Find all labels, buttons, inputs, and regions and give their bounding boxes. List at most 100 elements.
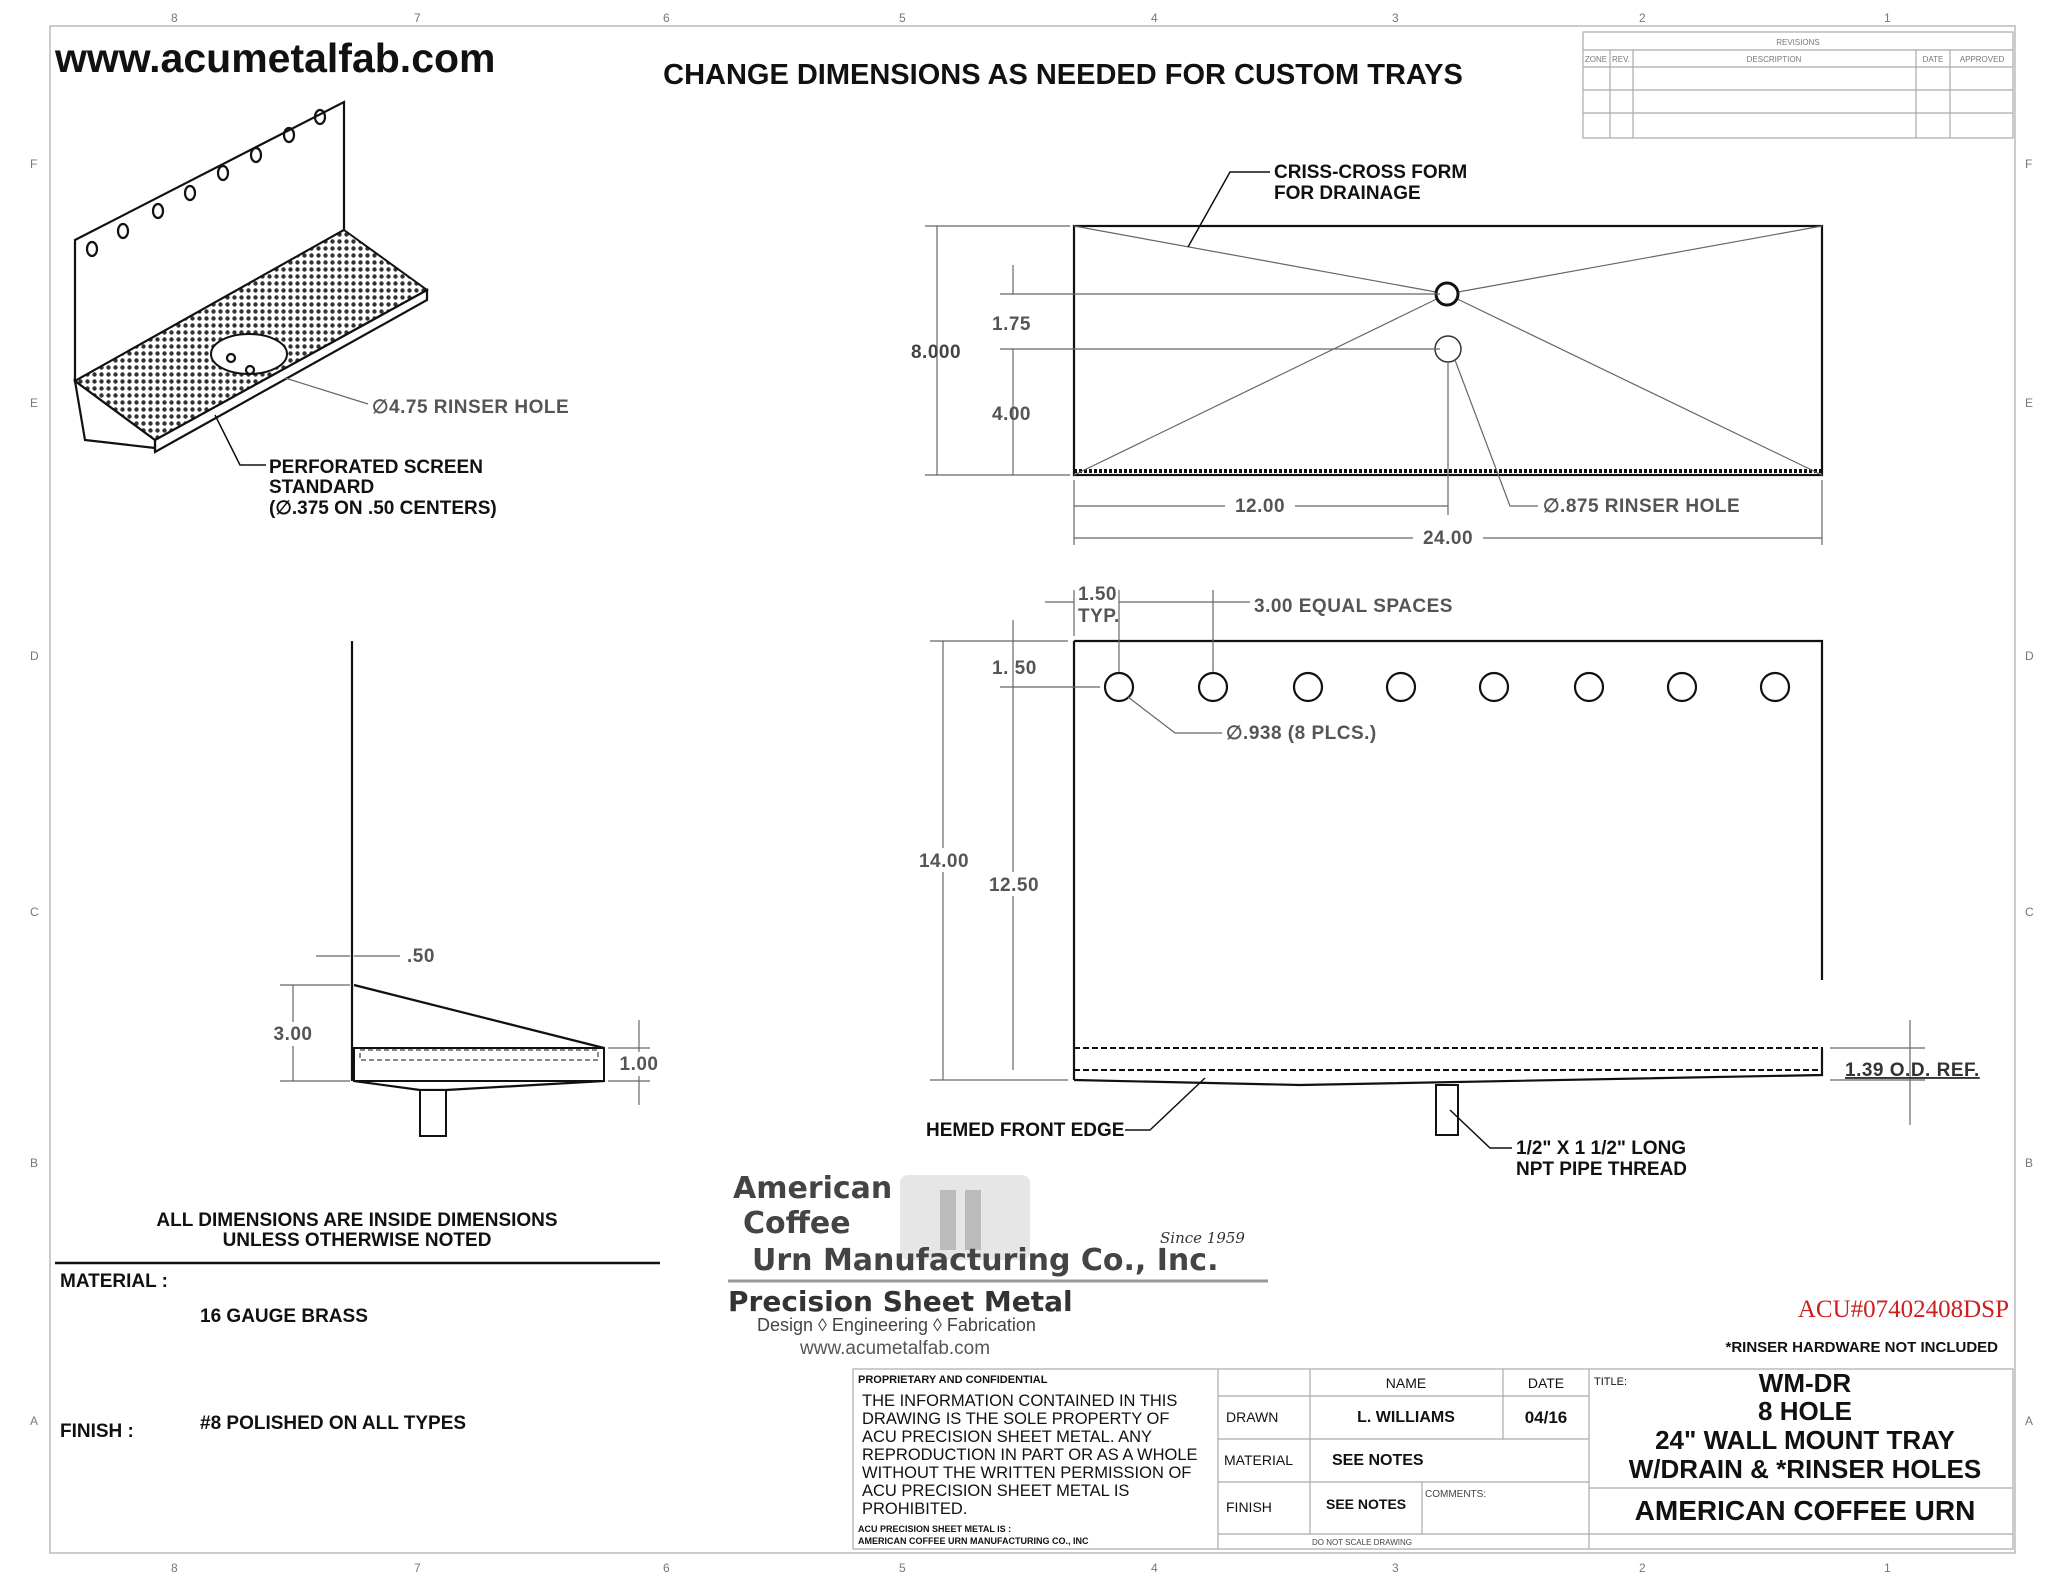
crisscross-label: CRISS-CROSS FORM <box>1274 162 1467 183</box>
proprietary-line: ACU PRECISION SHEET METAL. ANY <box>862 1428 1152 1446</box>
material-value: 16 GAUGE BRASS <box>200 1306 368 1327</box>
front-view: 1.50 TYP. 3.00 EQUAL SPACES 1. 50 ∅.938 … <box>915 584 1980 1180</box>
revisions-title: REVISIONS <box>1776 38 1820 47</box>
logo-services: Design ◊ Engineering ◊ Fabrication <box>757 1315 1036 1335</box>
dimension-0-50: .50 <box>407 946 435 967</box>
proprietary-text: THE INFORMATION CONTAINED IN THIS DRAWIN… <box>862 1392 1198 1518</box>
drawn-name: L. WILLIAMS <box>1357 1409 1455 1426</box>
screen-label: (∅.375 ON .50 CENTERS) <box>269 498 497 519</box>
od-ref-label: 1.39 O.D. REF. <box>1845 1060 1980 1081</box>
drawn-date: 04/16 <box>1525 1408 1568 1427</box>
dimension-1-00: 1.00 <box>620 1054 659 1075</box>
side-view: .50 3.00 1.00 <box>268 641 666 1137</box>
faucet-holes <box>1103 671 1791 703</box>
height-dimension: 14.00 <box>919 851 969 872</box>
zone-col: 2 <box>1639 1561 1646 1575</box>
zone-col: 4 <box>1151 1561 1158 1575</box>
dimension-4-00: 4.00 <box>992 404 1031 425</box>
finish-label: FINISH <box>1226 1499 1272 1515</box>
equal-spaces-label: 3.00 EQUAL SPACES <box>1254 596 1453 617</box>
zone-col: 8 <box>171 1561 178 1575</box>
company-name: AMERICAN COFFEE URN <box>1635 1495 1976 1526</box>
title-label: TITLE: <box>1594 1376 1627 1388</box>
drawing-title: 24" WALL MOUNT TRAY <box>1655 1425 1955 1455</box>
column-header: DATE <box>1923 55 1944 64</box>
zone-row: C <box>30 905 39 919</box>
finish-label: FINISH : <box>60 1421 134 1442</box>
zone-col: 1 <box>1884 1561 1891 1575</box>
drain-pipe <box>1435 1084 1459 1136</box>
zone-col: 2 <box>1639 11 1646 25</box>
owner-line: AMERICAN COFFEE URN MANUFACTURING CO., I… <box>858 1536 1089 1546</box>
inside-dims-note: UNLESS OTHERWISE NOTED <box>223 1230 492 1251</box>
zone-row: E <box>30 396 38 410</box>
dimension-1-75: 1.75 <box>992 314 1031 335</box>
website-title: www.acumetalfab.com <box>54 35 496 81</box>
drawing-title: 8 HOLE <box>1758 1396 1852 1426</box>
material-label: MATERIAL : <box>60 1271 168 1292</box>
width-dimension: 24.00 <box>1423 528 1473 549</box>
part-number: ACU#07402408DSP <box>1798 1296 2009 1323</box>
zone-col: 1 <box>1884 11 1891 25</box>
drawing-border <box>49 25 2016 1554</box>
column-header: DESCRIPTION <box>1747 55 1802 64</box>
zone-markers: 8 7 6 5 4 3 2 1 8 7 6 5 4 3 2 1 F E D C … <box>30 11 2034 1575</box>
screen-label: PERFORATED SCREEN <box>269 457 483 478</box>
zone-row: D <box>30 649 39 663</box>
rinser-hole-label: ∅4.75 RINSER HOLE <box>372 397 569 418</box>
zone-row: C <box>2025 905 2034 919</box>
logo-text: American <box>733 1171 892 1206</box>
dimension-3-00: 3.00 <box>274 1024 313 1045</box>
proprietary-heading: PROPRIETARY AND CONFIDENTIAL <box>858 1374 1048 1386</box>
zone-col: 3 <box>1392 11 1399 25</box>
zone-col: 7 <box>414 1561 421 1575</box>
depth-dimension: 8.000 <box>911 342 961 363</box>
dimension-typ: TYP. <box>1078 606 1120 627</box>
finish-value: #8 POLISHED ON ALL TYPES <box>200 1413 466 1434</box>
zone-col: 3 <box>1392 1561 1399 1575</box>
rinser-hardware-note: *RINSER HARDWARE NOT INCLUDED <box>1725 1339 1998 1356</box>
drain-pipe <box>419 1089 447 1137</box>
proprietary-line: THE INFORMATION CONTAINED IN THIS <box>862 1392 1177 1410</box>
proprietary-line: ACU PRECISION SHEET METAL IS <box>862 1482 1129 1500</box>
hemed-edge-label: HEMED FRONT EDGE <box>926 1120 1124 1141</box>
column-header: REV. <box>1612 55 1630 64</box>
dimension-1-50: 1. 50 <box>992 658 1037 679</box>
company-logo: American Coffee Urn Manufacturing Co., I… <box>728 1171 1268 1359</box>
zone-row: D <box>2025 649 2034 663</box>
logo-since: Since 1959 <box>1160 1229 1245 1247</box>
proprietary-line: DRAWING IS THE SOLE PROPERTY OF <box>862 1410 1169 1428</box>
zone-col: 7 <box>414 11 421 25</box>
proprietary-line: PROHIBITED. <box>862 1500 967 1518</box>
column-header: ZONE <box>1585 55 1607 64</box>
logo-tagline: Precision Sheet Metal <box>728 1285 1073 1318</box>
date-header: DATE <box>1528 1375 1564 1391</box>
rinser-hole-label: ∅.875 RINSER HOLE <box>1543 496 1740 517</box>
isometric-view: ∅4.75 RINSER HOLE PERFORATED SCREEN STAN… <box>73 100 569 519</box>
crisscross-label: FOR DRAINAGE <box>1274 183 1421 204</box>
screen-label: STANDARD <box>269 477 374 498</box>
finish-value: SEE NOTES <box>1326 1496 1406 1512</box>
notes: ALL DIMENSIONS ARE INSIDE DIMENSIONS UNL… <box>55 1210 2009 1442</box>
zone-row: F <box>2025 157 2032 171</box>
title-block: PROPRIETARY AND CONFIDENTIAL THE INFORMA… <box>852 1368 2014 1550</box>
dimension-1-50-typ: 1.50 <box>1078 584 1117 605</box>
proprietary-line: WITHOUT THE WRITTEN PERMISSION OF <box>862 1464 1191 1482</box>
zone-col: 4 <box>1151 11 1158 25</box>
zone-row: B <box>2025 1156 2033 1170</box>
dimension-12-50: 12.50 <box>989 875 1039 896</box>
instruction-heading: CHANGE DIMENSIONS AS NEEDED FOR CUSTOM T… <box>663 59 1463 91</box>
proprietary-line: REPRODUCTION IN PART OR AS A WHOLE <box>862 1446 1198 1464</box>
zone-row: F <box>30 157 37 171</box>
comments-label: COMMENTS: <box>1425 1489 1486 1500</box>
drawn-label: DRAWN <box>1226 1409 1278 1425</box>
zone-col: 6 <box>663 1561 670 1575</box>
zone-col: 5 <box>899 1561 906 1575</box>
holes-label: ∅.938 (8 PLCS.) <box>1226 723 1377 744</box>
logo-text: Coffee <box>743 1206 851 1241</box>
material-value: SEE NOTES <box>1332 1452 1424 1469</box>
rinser-hole <box>210 333 288 375</box>
zone-col: 6 <box>663 11 670 25</box>
zone-row: A <box>2025 1414 2033 1428</box>
